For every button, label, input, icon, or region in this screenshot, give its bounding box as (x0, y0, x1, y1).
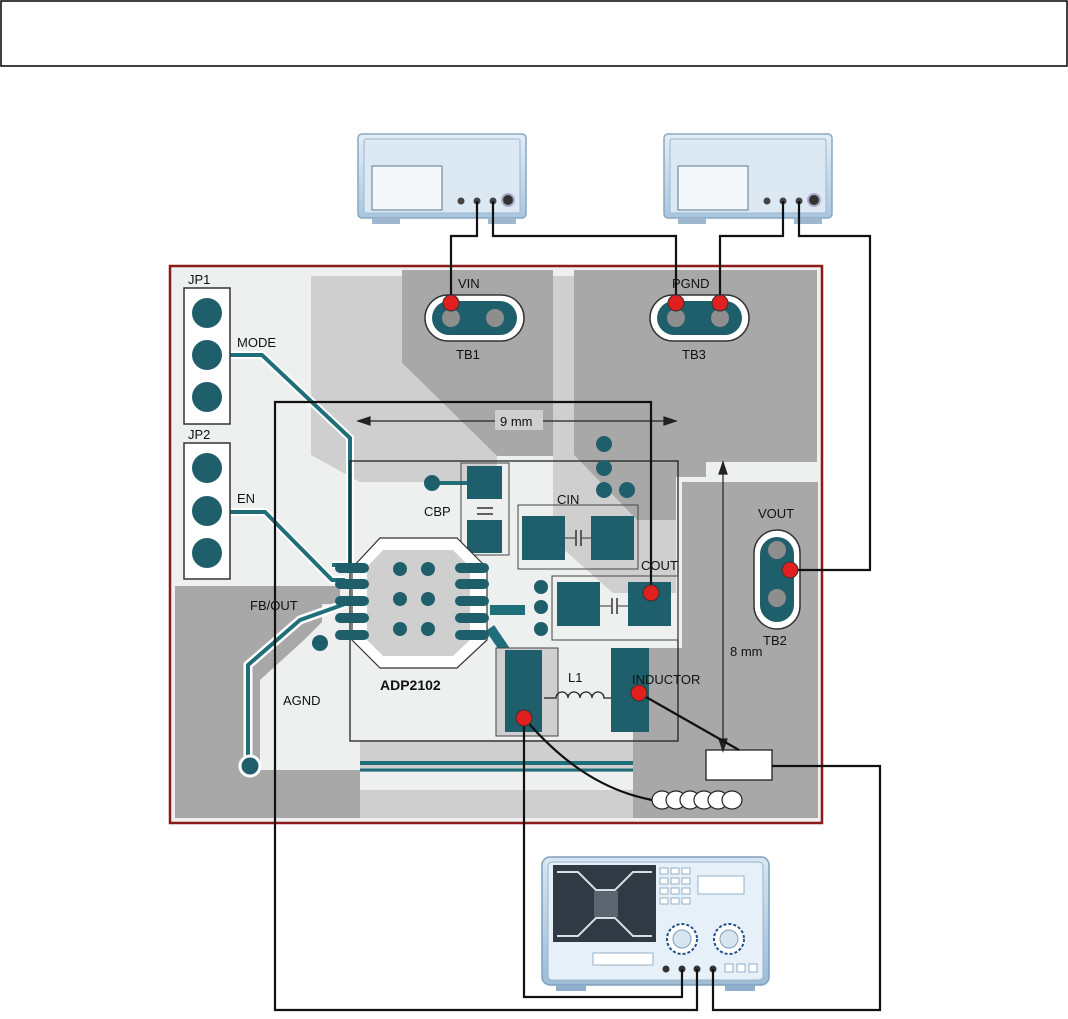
adp2102-pins-left (335, 563, 369, 640)
pcb-board (168, 264, 824, 825)
cbp-via (424, 475, 440, 491)
width-dimension-label: 9 mm (500, 414, 533, 429)
agnd-copper (175, 586, 360, 818)
tb2-label: TB2 (763, 633, 787, 648)
power-supply[interactable] (357, 133, 527, 224)
cout-label: COUT (641, 558, 678, 573)
fb-out-test-point[interactable] (238, 754, 262, 778)
jp2-pin-3[interactable] (192, 538, 222, 568)
electronic-load-knob[interactable] (807, 193, 821, 207)
cbp-pad-2 (467, 520, 502, 553)
wire-load-neg-to-pgnd (718, 201, 785, 303)
jp2-label: JP2 (188, 427, 210, 442)
via (312, 635, 328, 651)
width-dimension-label-bg (495, 410, 543, 430)
mode-label: MODE (237, 335, 276, 350)
jp1-pin-2[interactable] (192, 340, 222, 370)
cin-outline (517, 504, 639, 570)
adp2102-balls (393, 562, 435, 636)
cin-pad-1 (522, 516, 565, 560)
vout-label: VOUT (758, 506, 794, 521)
oscilloscope-waveform (557, 871, 652, 937)
tb3-terminal[interactable] (649, 294, 750, 342)
cin-label: CIN (557, 492, 579, 507)
probe-vin[interactable] (442, 294, 460, 312)
chip-label: ADP2102 (380, 677, 441, 693)
cbp-outline (460, 462, 510, 556)
probe-cout[interactable] (642, 584, 660, 602)
jp2-pin-2[interactable] (192, 496, 222, 526)
wire-supply-neg-to-pgnd (491, 201, 678, 303)
tb1-label: TB1 (456, 347, 480, 362)
oscilloscope[interactable] (541, 856, 770, 991)
pgnd-light-plane (553, 276, 676, 593)
pgnd-label: PGND (672, 276, 710, 291)
header-box (0, 0, 1068, 67)
via (534, 600, 548, 614)
oscilloscope-buttons[interactable] (659, 867, 691, 905)
lx-trace-2 (485, 625, 510, 653)
wire-inductor-to-probe (638, 692, 740, 751)
connection-wires (273, 201, 882, 1012)
jp1-pin-3[interactable] (192, 382, 222, 412)
cout-pad-1 (557, 582, 600, 626)
inductor-label: INDUCTOR (632, 672, 700, 687)
jp2-pin-1[interactable] (192, 453, 222, 483)
oscilloscope-input[interactable] (662, 965, 670, 973)
probe-pgnd-2[interactable] (711, 294, 729, 312)
power-supply-display (371, 165, 443, 211)
via (619, 482, 635, 498)
bottom-white-gap (360, 772, 633, 790)
cbp-label: CBP (424, 504, 451, 519)
probe-inductor[interactable] (630, 684, 648, 702)
tb1-terminal[interactable] (424, 294, 525, 342)
probe-vout[interactable] (781, 561, 799, 579)
en-label: EN (237, 491, 255, 506)
tb3-label: TB3 (682, 347, 706, 362)
via (596, 436, 612, 452)
current-probe-box (705, 749, 773, 781)
wire-supply-pos-to-vin (449, 201, 479, 303)
adp2102-pins-right (455, 563, 489, 640)
l1-label: L1 (568, 670, 582, 685)
via (534, 580, 548, 594)
current-probe-coil (651, 790, 743, 810)
probe-lx[interactable] (515, 709, 533, 727)
adp2102-body (367, 550, 470, 656)
vin-label: VIN (458, 276, 480, 291)
fb-out-label: FB/OUT (250, 598, 298, 613)
wire-scope-to-cout (273, 400, 699, 1012)
wire-scope-to-lx (522, 718, 684, 999)
power-supply-jack[interactable] (457, 197, 465, 205)
via (534, 622, 548, 636)
pgnd-copper (574, 270, 817, 520)
top-light-plane (311, 276, 497, 482)
wire-scope-to-current-probe (711, 764, 882, 1012)
inductor-coil-symbol (544, 691, 611, 699)
cbp-pad-1 (467, 466, 502, 499)
electronic-load-display (677, 165, 749, 211)
jp1-label: JP1 (188, 272, 210, 287)
electronic-load[interactable] (663, 133, 833, 224)
height-dimension-label: 8 mm (730, 644, 763, 659)
via (596, 482, 612, 498)
wire-lx-to-probe-loop (523, 717, 653, 802)
jp1-pin-1[interactable] (192, 298, 222, 328)
wire-load-pos-to-vout (790, 201, 872, 572)
probe-pgnd-1[interactable] (667, 294, 685, 312)
via (596, 460, 612, 476)
cout-outline (551, 575, 679, 641)
power-supply-knob[interactable] (501, 193, 515, 207)
cin-pad-2 (591, 516, 634, 560)
tb2-terminal[interactable] (753, 529, 801, 630)
electronic-load-jack[interactable] (763, 197, 771, 205)
agnd-label: AGND (283, 693, 321, 708)
